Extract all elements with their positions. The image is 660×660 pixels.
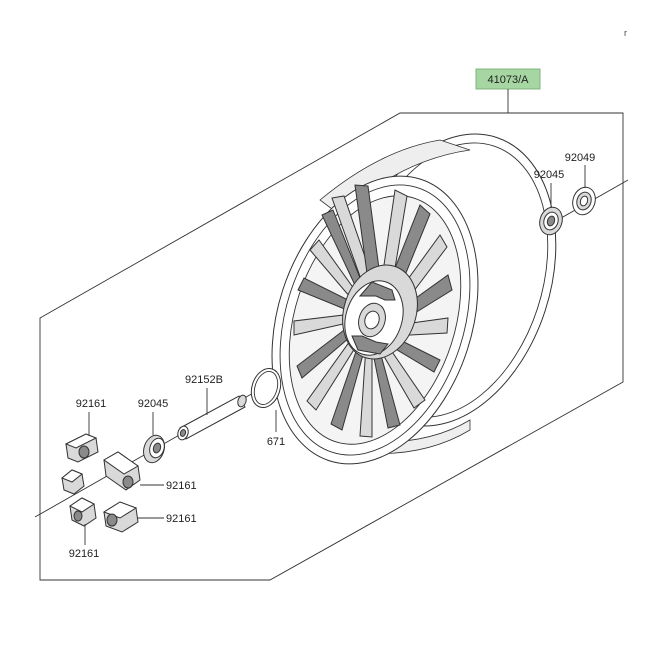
callout-92152b[interactable]: 92152B bbox=[185, 374, 223, 386]
rim-front-lip bbox=[279, 184, 471, 456]
hub-damper-left[interactable] bbox=[61, 469, 85, 495]
hub-damper-top[interactable] bbox=[64, 433, 99, 463]
hub-damper-mid[interactable] bbox=[103, 451, 141, 491]
callout-92161-lower[interactable]: 92161 bbox=[166, 513, 197, 525]
corner-mark: r bbox=[624, 28, 627, 38]
bearing-right-inner[interactable] bbox=[536, 204, 566, 237]
callout-92161-mid[interactable]: 92161 bbox=[166, 480, 197, 492]
axle-sleeve[interactable] bbox=[176, 394, 248, 441]
rear-wheel[interactable] bbox=[237, 106, 591, 490]
callout-92045-left[interactable]: 92045 bbox=[138, 398, 169, 410]
assembly-part-number[interactable]: 41073/A bbox=[488, 74, 530, 86]
hub-flange-top bbox=[358, 281, 396, 301]
hub-flange-bottom bbox=[351, 335, 389, 355]
callout-92161-top[interactable]: 92161 bbox=[76, 398, 107, 410]
bearing-left[interactable] bbox=[140, 433, 168, 466]
hub-damper-bottom[interactable] bbox=[69, 497, 97, 527]
hub-damper-lower[interactable] bbox=[102, 501, 139, 533]
callout-92049[interactable]: 92049 bbox=[565, 152, 596, 164]
bearing-right-outer[interactable] bbox=[569, 184, 599, 217]
callout-92161-bottom[interactable]: 92161 bbox=[69, 548, 100, 560]
o-ring[interactable] bbox=[247, 365, 286, 412]
hub-axle-bore bbox=[364, 310, 380, 330]
assembly-frame bbox=[39, 112, 624, 581]
callout-92045-right[interactable]: 92045 bbox=[534, 169, 565, 181]
callout-671[interactable]: 671 bbox=[267, 436, 285, 448]
